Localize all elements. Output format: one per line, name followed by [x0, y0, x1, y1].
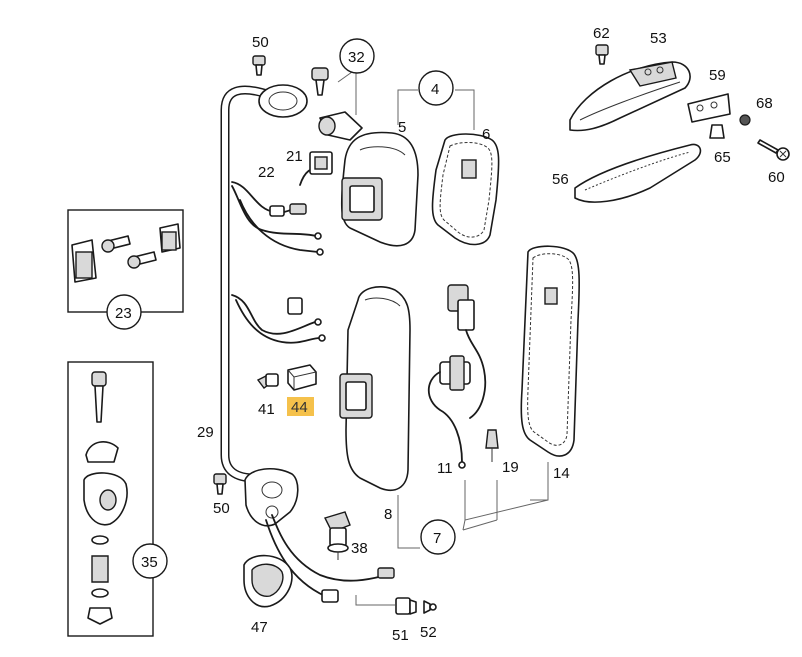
part-47-cover — [243, 554, 293, 608]
part-19-bulb — [485, 429, 499, 520]
label-62: 62 — [593, 25, 610, 42]
motor-wiring-11 — [427, 284, 487, 520]
label-44: 44 — [291, 399, 308, 416]
screw-50-top — [252, 55, 266, 76]
callout-7-bracket — [397, 495, 549, 549]
part-51-socket — [355, 595, 417, 615]
label-21: 21 — [286, 148, 303, 165]
label-50-top: 50 — [252, 34, 269, 51]
label-50-lower: 50 — [213, 500, 230, 517]
lamp-housing-53 — [569, 61, 691, 132]
label-56: 56 — [552, 171, 569, 188]
callout-ring-4 — [418, 70, 454, 106]
label-53: 53 — [650, 30, 667, 47]
part-52-bulb — [423, 600, 437, 614]
label-52: 52 — [420, 624, 437, 641]
label-11: 11 — [437, 460, 453, 477]
label-8: 8 — [384, 506, 392, 523]
label-32: 32 — [348, 49, 365, 66]
part-44-block — [287, 364, 317, 391]
label-59: 59 — [709, 67, 726, 84]
label-7: 7 — [433, 530, 441, 547]
screw-60 — [757, 139, 790, 161]
mirror-housing-8 — [339, 286, 411, 492]
label-4: 4 — [431, 81, 439, 98]
wiring-lower — [231, 294, 326, 344]
lens-56 — [574, 143, 702, 203]
screw-50-lower — [213, 473, 227, 495]
plate-59 — [687, 93, 731, 123]
label-38: 38 — [351, 540, 368, 557]
wiring-harness-22 — [231, 151, 333, 256]
label-41: 41 — [258, 401, 275, 418]
label-19: 19 — [502, 459, 519, 476]
part-65-bulb — [709, 124, 725, 139]
part-41-clip — [256, 373, 279, 389]
label-65: 65 — [714, 149, 731, 166]
callout-ring-32 — [339, 38, 375, 74]
part-68-nut — [739, 114, 751, 126]
label-6: 6 — [482, 126, 490, 143]
label-35: 35 — [141, 554, 158, 571]
label-23: 23 — [115, 305, 132, 322]
mirror-glass-6 — [431, 133, 500, 246]
label-14: 14 — [553, 465, 570, 482]
callout-4-bracket — [397, 89, 475, 130]
label-22: 22 — [258, 164, 275, 181]
callout-ring-23 — [106, 294, 142, 330]
callout-ring-7 — [420, 519, 456, 555]
label-60: 60 — [768, 169, 785, 186]
label-51: 51 — [392, 627, 409, 644]
part-35-group — [67, 361, 154, 637]
screw-62 — [595, 44, 609, 65]
mirror-glass-14 — [520, 245, 580, 501]
highlight-44 — [287, 397, 314, 416]
lower-mount — [244, 467, 299, 527]
part-23-group — [67, 209, 184, 313]
mirror-arm-tube — [220, 84, 308, 483]
label-5: 5 — [398, 119, 406, 136]
lower-wires — [265, 514, 395, 603]
part-38-switch — [324, 511, 351, 560]
mirror-housing-5 — [340, 131, 419, 247]
callout-ring-35 — [132, 543, 168, 579]
label-29: 29 — [197, 424, 214, 441]
label-47: 47 — [251, 619, 268, 636]
part-32-assembly — [311, 67, 363, 141]
label-68: 68 — [756, 95, 773, 112]
